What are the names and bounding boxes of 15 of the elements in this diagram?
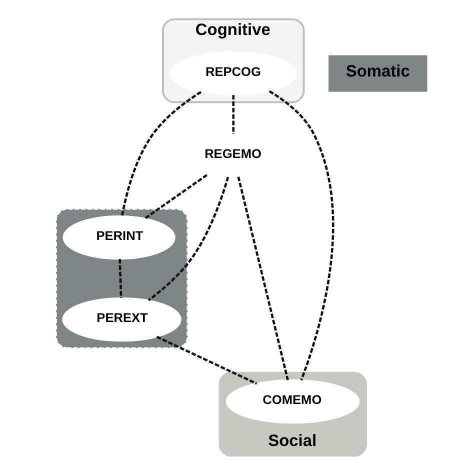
connector	[232, 95, 234, 134]
connector	[268, 90, 334, 381]
node-text: REGEMO	[204, 146, 261, 161]
connector	[118, 259, 122, 298]
connector	[120, 91, 202, 216]
node-ellipse: REPCOG	[169, 51, 297, 96]
connector	[147, 176, 229, 302]
node-ellipse: COMEMO	[225, 379, 360, 424]
connector	[156, 336, 257, 385]
node-ellipse: PEREXT	[62, 297, 181, 342]
cluster	[54, 208, 188, 350]
connector	[144, 174, 208, 220]
node-box: Somatic	[328, 55, 427, 92]
connector	[236, 176, 288, 380]
node-ellipse: PERINT	[62, 215, 175, 260]
